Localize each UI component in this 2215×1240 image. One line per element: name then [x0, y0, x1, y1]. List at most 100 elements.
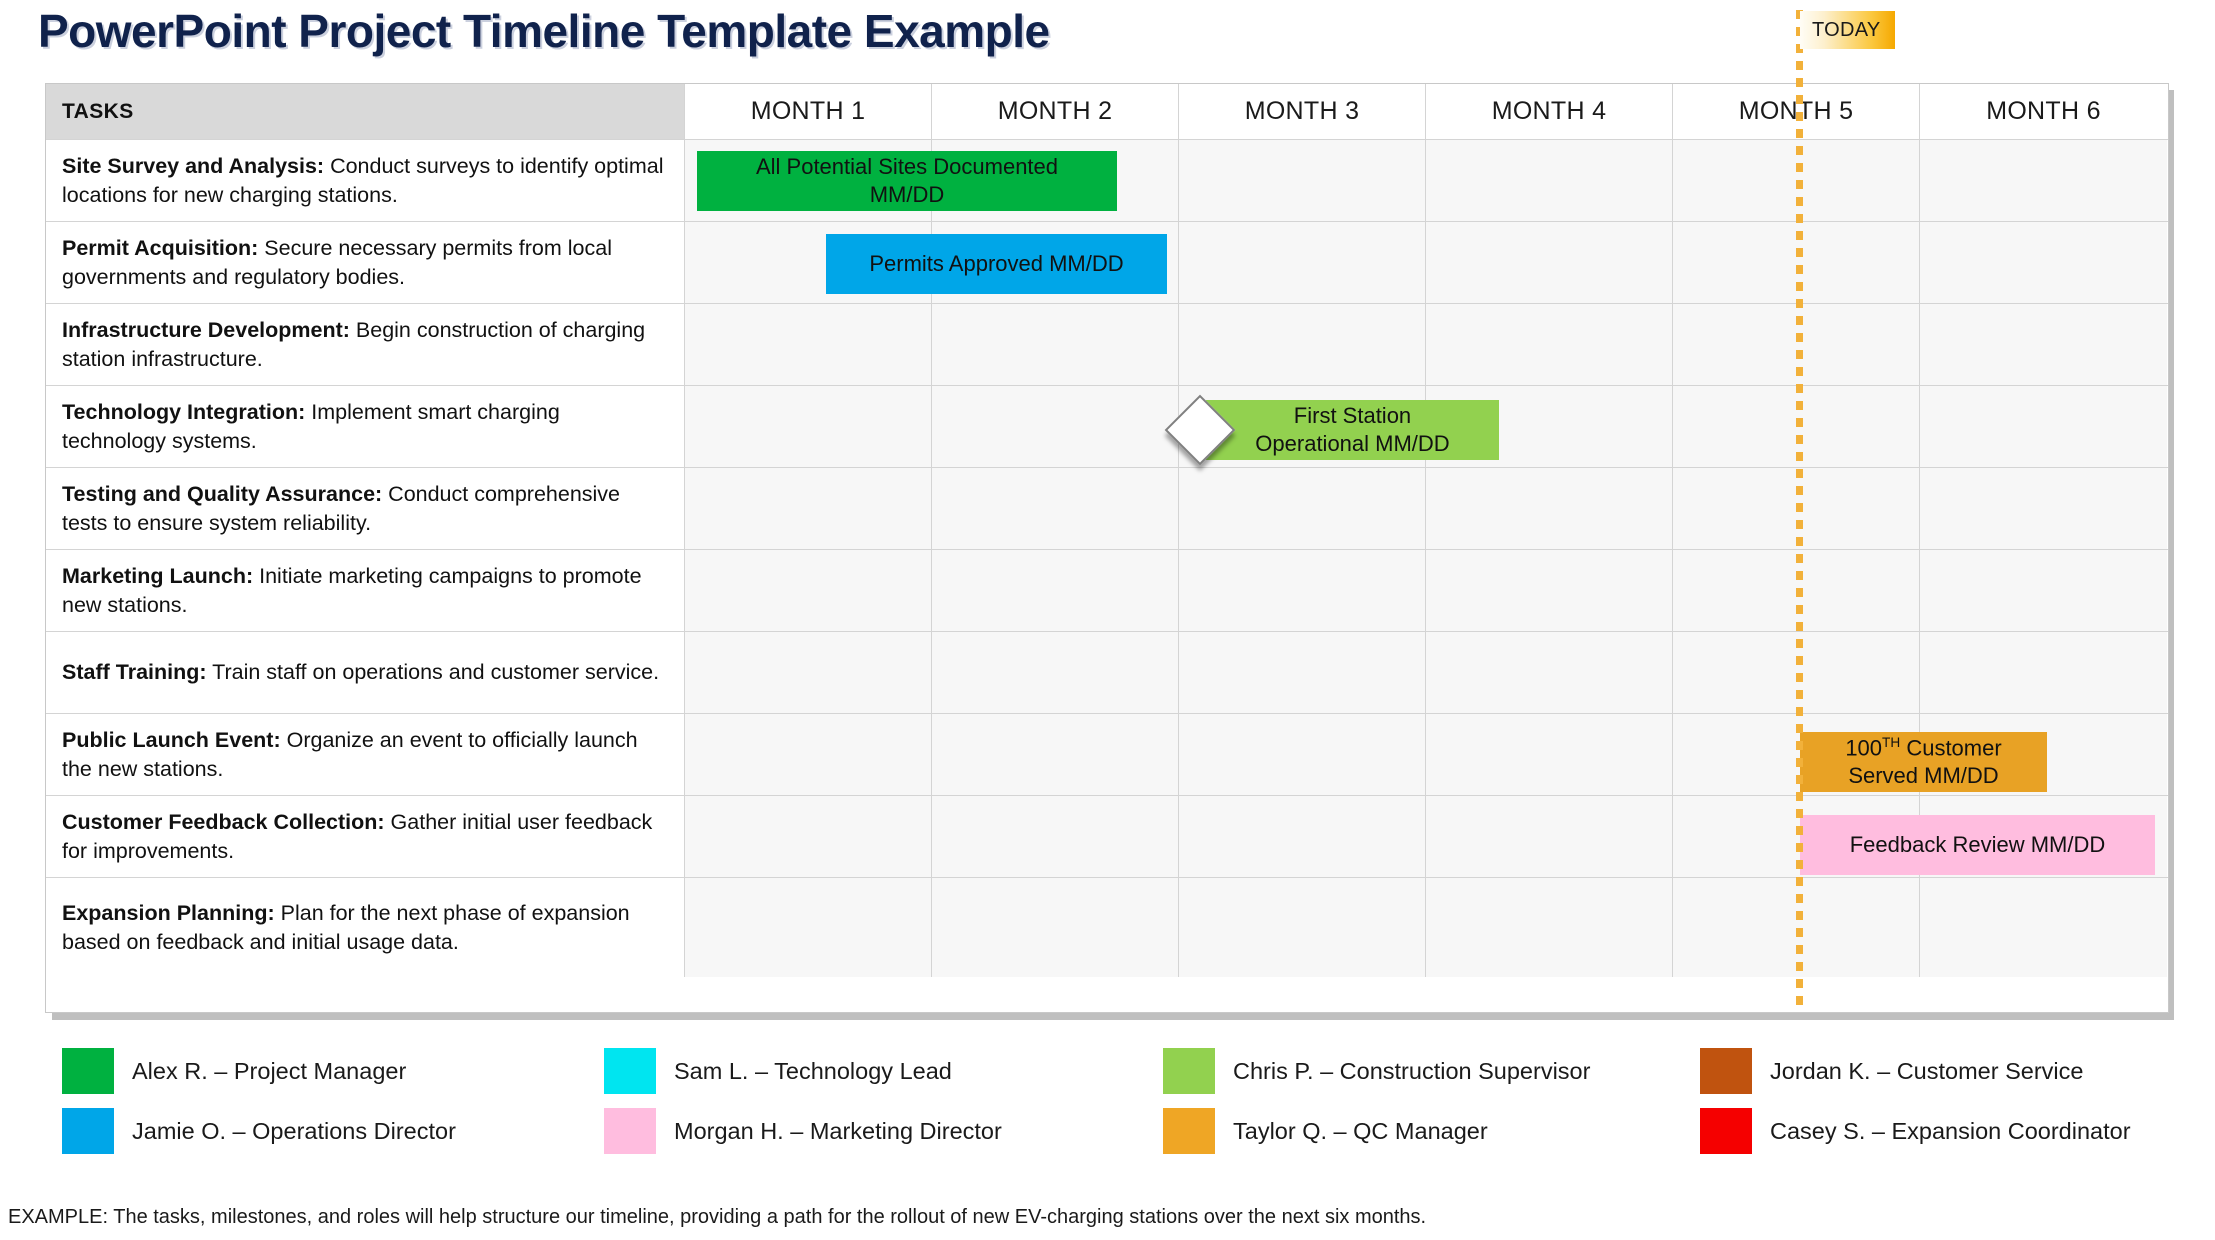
timeline-cell[interactable]: [1179, 796, 1426, 877]
task-description: Customer Feedback Collection: Gather ini…: [62, 809, 653, 863]
timeline-cell[interactable]: [932, 796, 1179, 877]
timeline-cell[interactable]: [1426, 632, 1673, 713]
task-cell: Site Survey and Analysis: Conduct survey…: [46, 140, 685, 221]
timeline-cell[interactable]: [1179, 878, 1426, 977]
timeline-cell[interactable]: [685, 550, 932, 631]
timeline-cell[interactable]: [685, 878, 932, 977]
timeline-cell[interactable]: [932, 632, 1179, 713]
timeline-cell[interactable]: [685, 796, 932, 877]
timeline-cell[interactable]: [1426, 222, 1673, 303]
table-row: Testing and Quality Assurance: Conduct c…: [46, 468, 2168, 550]
timeline-cell[interactable]: [685, 386, 932, 467]
task-cell: Technology Integration: Implement smart …: [46, 386, 685, 467]
legend-item: Jordan K. – Customer Service: [1700, 1046, 2083, 1096]
timeline-cell[interactable]: [1426, 796, 1673, 877]
header-cell-month-2: MONTH 2: [932, 84, 1179, 139]
legend-label: Taylor Q. – QC Manager: [1233, 1117, 1488, 1144]
table-row: Expansion Planning: Plan for the next ph…: [46, 878, 2168, 977]
task-description: Infrastructure Development: Begin constr…: [62, 317, 646, 371]
task-cell: Testing and Quality Assurance: Conduct c…: [46, 468, 685, 549]
task-name: Public Launch Event:: [62, 727, 281, 752]
legend-label: Chris P. – Construction Supervisor: [1233, 1057, 1591, 1084]
task-name: Customer Feedback Collection:: [62, 809, 385, 834]
legend-color-swatch: [1700, 1048, 1752, 1094]
timeline-cell[interactable]: [685, 468, 932, 549]
timeline-cell[interactable]: [1179, 468, 1426, 549]
timeline-cell[interactable]: [932, 878, 1179, 977]
header-cell-tasks: TASKS: [46, 84, 685, 139]
legend-color-swatch: [604, 1108, 656, 1154]
legend-item: Chris P. – Construction Supervisor: [1163, 1046, 1590, 1096]
legend-item: Sam L. – Technology Lead: [604, 1046, 952, 1096]
task-cell: Staff Training: Train staff on operation…: [46, 632, 685, 713]
task-name: Technology Integration:: [62, 399, 306, 424]
task-cell: Infrastructure Development: Begin constr…: [46, 304, 685, 385]
timeline-cell[interactable]: [1179, 222, 1426, 303]
timeline-cell[interactable]: [1179, 550, 1426, 631]
timeline-cell[interactable]: [1179, 632, 1426, 713]
timeline-cell[interactable]: [1426, 878, 1673, 977]
table-row: Permit Acquisition: Secure necessary per…: [46, 222, 2168, 304]
today-marker-line: [1796, 10, 1803, 1010]
timeline-cell[interactable]: [685, 632, 932, 713]
legend: Alex R. – Project Manager Sam L. – Techno…: [0, 1046, 2215, 1172]
task-description: Marketing Launch: Initiate marketing cam…: [62, 563, 642, 617]
timeline-cell[interactable]: [1920, 468, 2167, 549]
task-description: Permit Acquisition: Secure necessary per…: [62, 235, 612, 289]
timeline-cell[interactable]: [1920, 140, 2167, 221]
timeline-cell[interactable]: [1426, 714, 1673, 795]
timeline-cell[interactable]: [1920, 222, 2167, 303]
timeline-cell[interactable]: [685, 304, 932, 385]
task-name: Marketing Launch:: [62, 563, 254, 588]
timeline-cell[interactable]: [685, 714, 932, 795]
timeline-cell[interactable]: [1920, 304, 2167, 385]
timeline-cell[interactable]: [932, 468, 1179, 549]
task-cell: Customer Feedback Collection: Gather ini…: [46, 796, 685, 877]
task-description: Testing and Quality Assurance: Conduct c…: [62, 481, 621, 535]
header-cell-month-4: MONTH 4: [1426, 84, 1673, 139]
legend-color-swatch: [1163, 1108, 1215, 1154]
legend-label: Sam L. – Technology Lead: [674, 1057, 952, 1084]
task-name: Site Survey and Analysis:: [62, 153, 325, 178]
timeline-cell[interactable]: [1920, 550, 2167, 631]
page-title: PowerPoint Project Timeline Template Exa…: [38, 5, 1050, 57]
task-description: Expansion Planning: Plan for the next ph…: [62, 900, 630, 954]
header-cell-month-3: MONTH 3: [1179, 84, 1426, 139]
timeline-cell[interactable]: [1426, 550, 1673, 631]
timeline-cell[interactable]: [932, 550, 1179, 631]
bar-feedback-review[interactable]: Feedback Review MM/DD: [1800, 815, 2155, 875]
timeline-cell[interactable]: [932, 304, 1179, 385]
timeline-cell[interactable]: [1179, 304, 1426, 385]
timeline-cell[interactable]: [1426, 140, 1673, 221]
timeline-cell[interactable]: [932, 714, 1179, 795]
today-badge: TODAY: [1800, 11, 1895, 49]
task-name: Testing and Quality Assurance:: [62, 481, 383, 506]
task-name: Expansion Planning:: [62, 900, 275, 925]
timeline-cell[interactable]: [1426, 468, 1673, 549]
legend-label: Casey S. – Expansion Coordinator: [1770, 1117, 2131, 1144]
timeline-cell[interactable]: [1179, 140, 1426, 221]
legend-label: Alex R. – Project Manager: [132, 1057, 407, 1084]
bar-permits[interactable]: Permits Approved MM/DD: [826, 234, 1167, 294]
legend-item: Morgan H. – Marketing Director: [604, 1106, 1002, 1156]
today-label: TODAY: [1812, 18, 1881, 41]
task-cell: Expansion Planning: Plan for the next ph…: [46, 878, 685, 977]
legend-color-swatch: [62, 1048, 114, 1094]
timeline-cell[interactable]: [1920, 386, 2167, 467]
table-row: Customer Feedback Collection: Gather ini…: [46, 796, 2168, 878]
timeline-cell[interactable]: [932, 386, 1179, 467]
timeline-cell[interactable]: [1179, 714, 1426, 795]
timeline-cell[interactable]: [1920, 632, 2167, 713]
task-cell: Marketing Launch: Initiate marketing cam…: [46, 550, 685, 631]
timeline-cell[interactable]: [1426, 304, 1673, 385]
timeline-cell[interactable]: [1920, 878, 2167, 977]
task-name: Staff Training:: [62, 660, 207, 685]
legend-item: Alex R. – Project Manager: [62, 1046, 406, 1096]
